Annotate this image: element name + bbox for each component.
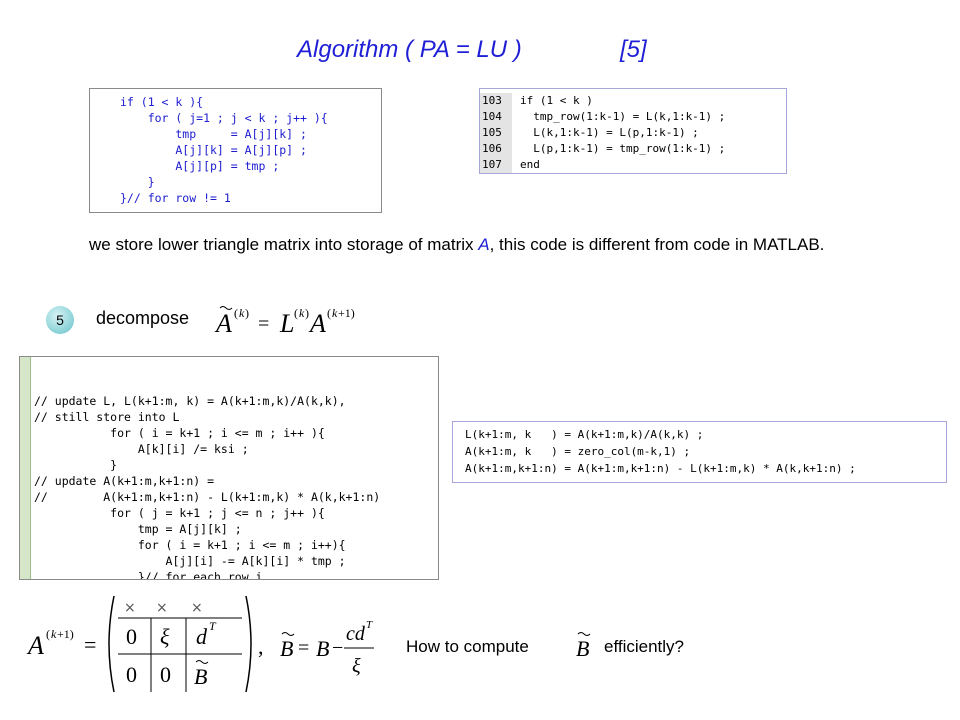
block-matrix-formula: A ( k +1) = × × × 0 ξ d T 0 0 B , B = B … [26, 592, 376, 697]
b-tilde-symbol: B [572, 626, 598, 662]
svg-text:k: k [332, 306, 338, 320]
code-line: } [120, 175, 155, 189]
svg-text:d: d [196, 624, 208, 649]
matrix-a-symbol: A [478, 235, 490, 254]
code-line: }// for each row i [34, 570, 263, 580]
svg-text:A: A [26, 631, 44, 660]
svg-text:k: k [51, 627, 57, 641]
code-line: A(k+1:m, k ) = zero_col(m-k,1) ; [465, 445, 691, 458]
code-line: }// for row != 1 [120, 191, 231, 205]
svg-text:k: k [239, 306, 245, 320]
svg-text:): ) [245, 306, 249, 320]
matlab-code-update-block: L(k+1:m, k ) = A(k+1:m,k)/A(k,k) ; A(k+1:… [452, 421, 947, 483]
description-text: we store lower triangle matrix into stor… [89, 235, 825, 254]
svg-text:+1): +1) [57, 627, 74, 641]
slide-title: Algorithm ( PA = LU ) [297, 36, 522, 64]
svg-text:): ) [305, 306, 309, 320]
code-line: // still store into L [34, 410, 180, 424]
svg-text:L: L [279, 309, 294, 338]
line-number: 107 [480, 157, 512, 173]
svg-text:(: ( [294, 306, 298, 320]
line-number: 105 [480, 125, 512, 141]
step-label: decompose [96, 308, 190, 328]
matlab-line: 105 L(k,1:k-1) = L(p,1:k-1) ; [480, 125, 786, 141]
svg-text:=: = [258, 313, 269, 335]
svg-text:0: 0 [126, 662, 137, 687]
svg-text:A: A [308, 309, 326, 338]
svg-text:0: 0 [160, 662, 171, 687]
matlab-code-text: tmp_row(1:k-1) = L(k,1:k-1) ; [520, 110, 726, 123]
code-gutter [20, 357, 31, 579]
code-line: if (1 < k ){ [120, 95, 204, 109]
title-reference: [5] [620, 36, 647, 63]
code-line: A[j][i] -= A[k][i] * tmp ; [34, 554, 346, 568]
matlab-line: 106 L(p,1:k-1) = tmp_row(1:k-1) ; [480, 141, 786, 157]
code-line: // update A(k+1:m,k+1:n) = [34, 474, 215, 488]
svg-text:B: B [576, 636, 589, 661]
svg-text:+1): +1) [338, 306, 355, 320]
code-line: A[j][k] = A[j][p] ; [120, 143, 307, 157]
svg-text:B: B [194, 664, 207, 689]
svg-text:B: B [280, 636, 293, 661]
svg-text:cd: cd [346, 623, 366, 645]
matlab-code-text: if (1 < k ) [520, 94, 593, 107]
svg-text:B: B [316, 636, 329, 661]
c-code-swap-block: if (1 < k ){ for ( j=1 ; j < k ; j++ ){ … [89, 88, 382, 213]
decompose-formula: A ( k ) = L ( k ) A ( k +1) [212, 300, 362, 340]
svg-text:×: × [191, 600, 203, 616]
svg-text:=: = [84, 632, 96, 657]
svg-text:ξ: ξ [160, 624, 170, 649]
block-matrix-graphic: A ( k +1) = × × × 0 ξ d T 0 0 B , B = B … [26, 595, 374, 693]
title-main: Algorithm ( PA = LU ) [297, 36, 522, 63]
question-before: How to compute [406, 637, 529, 656]
svg-text:(: ( [234, 306, 238, 320]
svg-text:−: − [332, 637, 343, 659]
code-line: L(k+1:m, k ) = A(k+1:m,k)/A(k,k) ; [465, 428, 704, 441]
line-number: 103 [480, 93, 512, 109]
svg-text:(: ( [46, 627, 50, 641]
code-line: } [34, 458, 118, 472]
code-line: tmp = A[j][k] ; [34, 522, 242, 536]
step-number-badge: 5 [46, 306, 74, 334]
svg-text:=: = [298, 637, 309, 659]
matlab-line: 103 if (1 < k ) [480, 93, 786, 109]
svg-text:k: k [299, 306, 305, 320]
matlab-code-swap-block: 103 if (1 < k ) 104 tmp_row(1:k-1) = L(k,1… [479, 88, 787, 174]
code-line: A[j][p] = tmp ; [120, 159, 280, 173]
matlab-line: 107 end [480, 157, 786, 173]
matlab-line: 104 tmp_row(1:k-1) = L(k,1:k-1) ; [480, 109, 786, 125]
code-line: for ( i = k+1 ; i <= m ; i++){ [34, 538, 346, 552]
decompose-formula-graphic: A ( k ) = L ( k ) A ( k +1) [214, 306, 355, 338]
svg-text:(: ( [327, 306, 331, 320]
code-line: for ( i = k+1 ; i <= m ; i++ ){ [34, 426, 325, 440]
svg-text:A: A [214, 309, 232, 338]
svg-text:T: T [366, 619, 373, 631]
line-number: 106 [480, 141, 512, 157]
code-line: // update L, L(k+1:m, k) = A(k+1:m,k)/A(… [34, 394, 346, 408]
svg-text:ξ: ξ [352, 655, 361, 677]
code-line: // A(k+1:m,k+1:n) - L(k+1:m,k) * A(k,k+1… [34, 490, 381, 504]
svg-text:×: × [124, 600, 136, 616]
question-after: efficiently? [604, 637, 685, 656]
code-line: for ( j = k+1 ; j <= n ; j++ ){ [34, 506, 325, 520]
code-line: for ( j=1 ; j < k ; j++ ){ [120, 111, 328, 125]
c-code-update-block: // update L, L(k+1:m, k) = A(k+1:m,k)/A(… [19, 356, 439, 580]
svg-text:×: × [156, 600, 168, 616]
matlab-code-text: end [520, 158, 540, 171]
svg-text:0: 0 [126, 624, 137, 649]
code-line: tmp = A[j][k] ; [120, 127, 307, 141]
b-tilde-graphic: B [576, 632, 591, 661]
svg-text:,: , [258, 634, 264, 659]
line-number: 104 [480, 109, 512, 125]
code-line: A(k+1:m,k+1:n) = A(k+1:m,k+1:n) - L(k+1:… [465, 462, 856, 475]
code-line: A[k][i] /= ksi ; [34, 442, 249, 456]
matlab-code-text: L(k,1:k-1) = L(p,1:k-1) ; [520, 126, 699, 139]
svg-text:T: T [209, 619, 217, 633]
matlab-code-text: L(p,1:k-1) = tmp_row(1:k-1) ; [520, 142, 726, 155]
